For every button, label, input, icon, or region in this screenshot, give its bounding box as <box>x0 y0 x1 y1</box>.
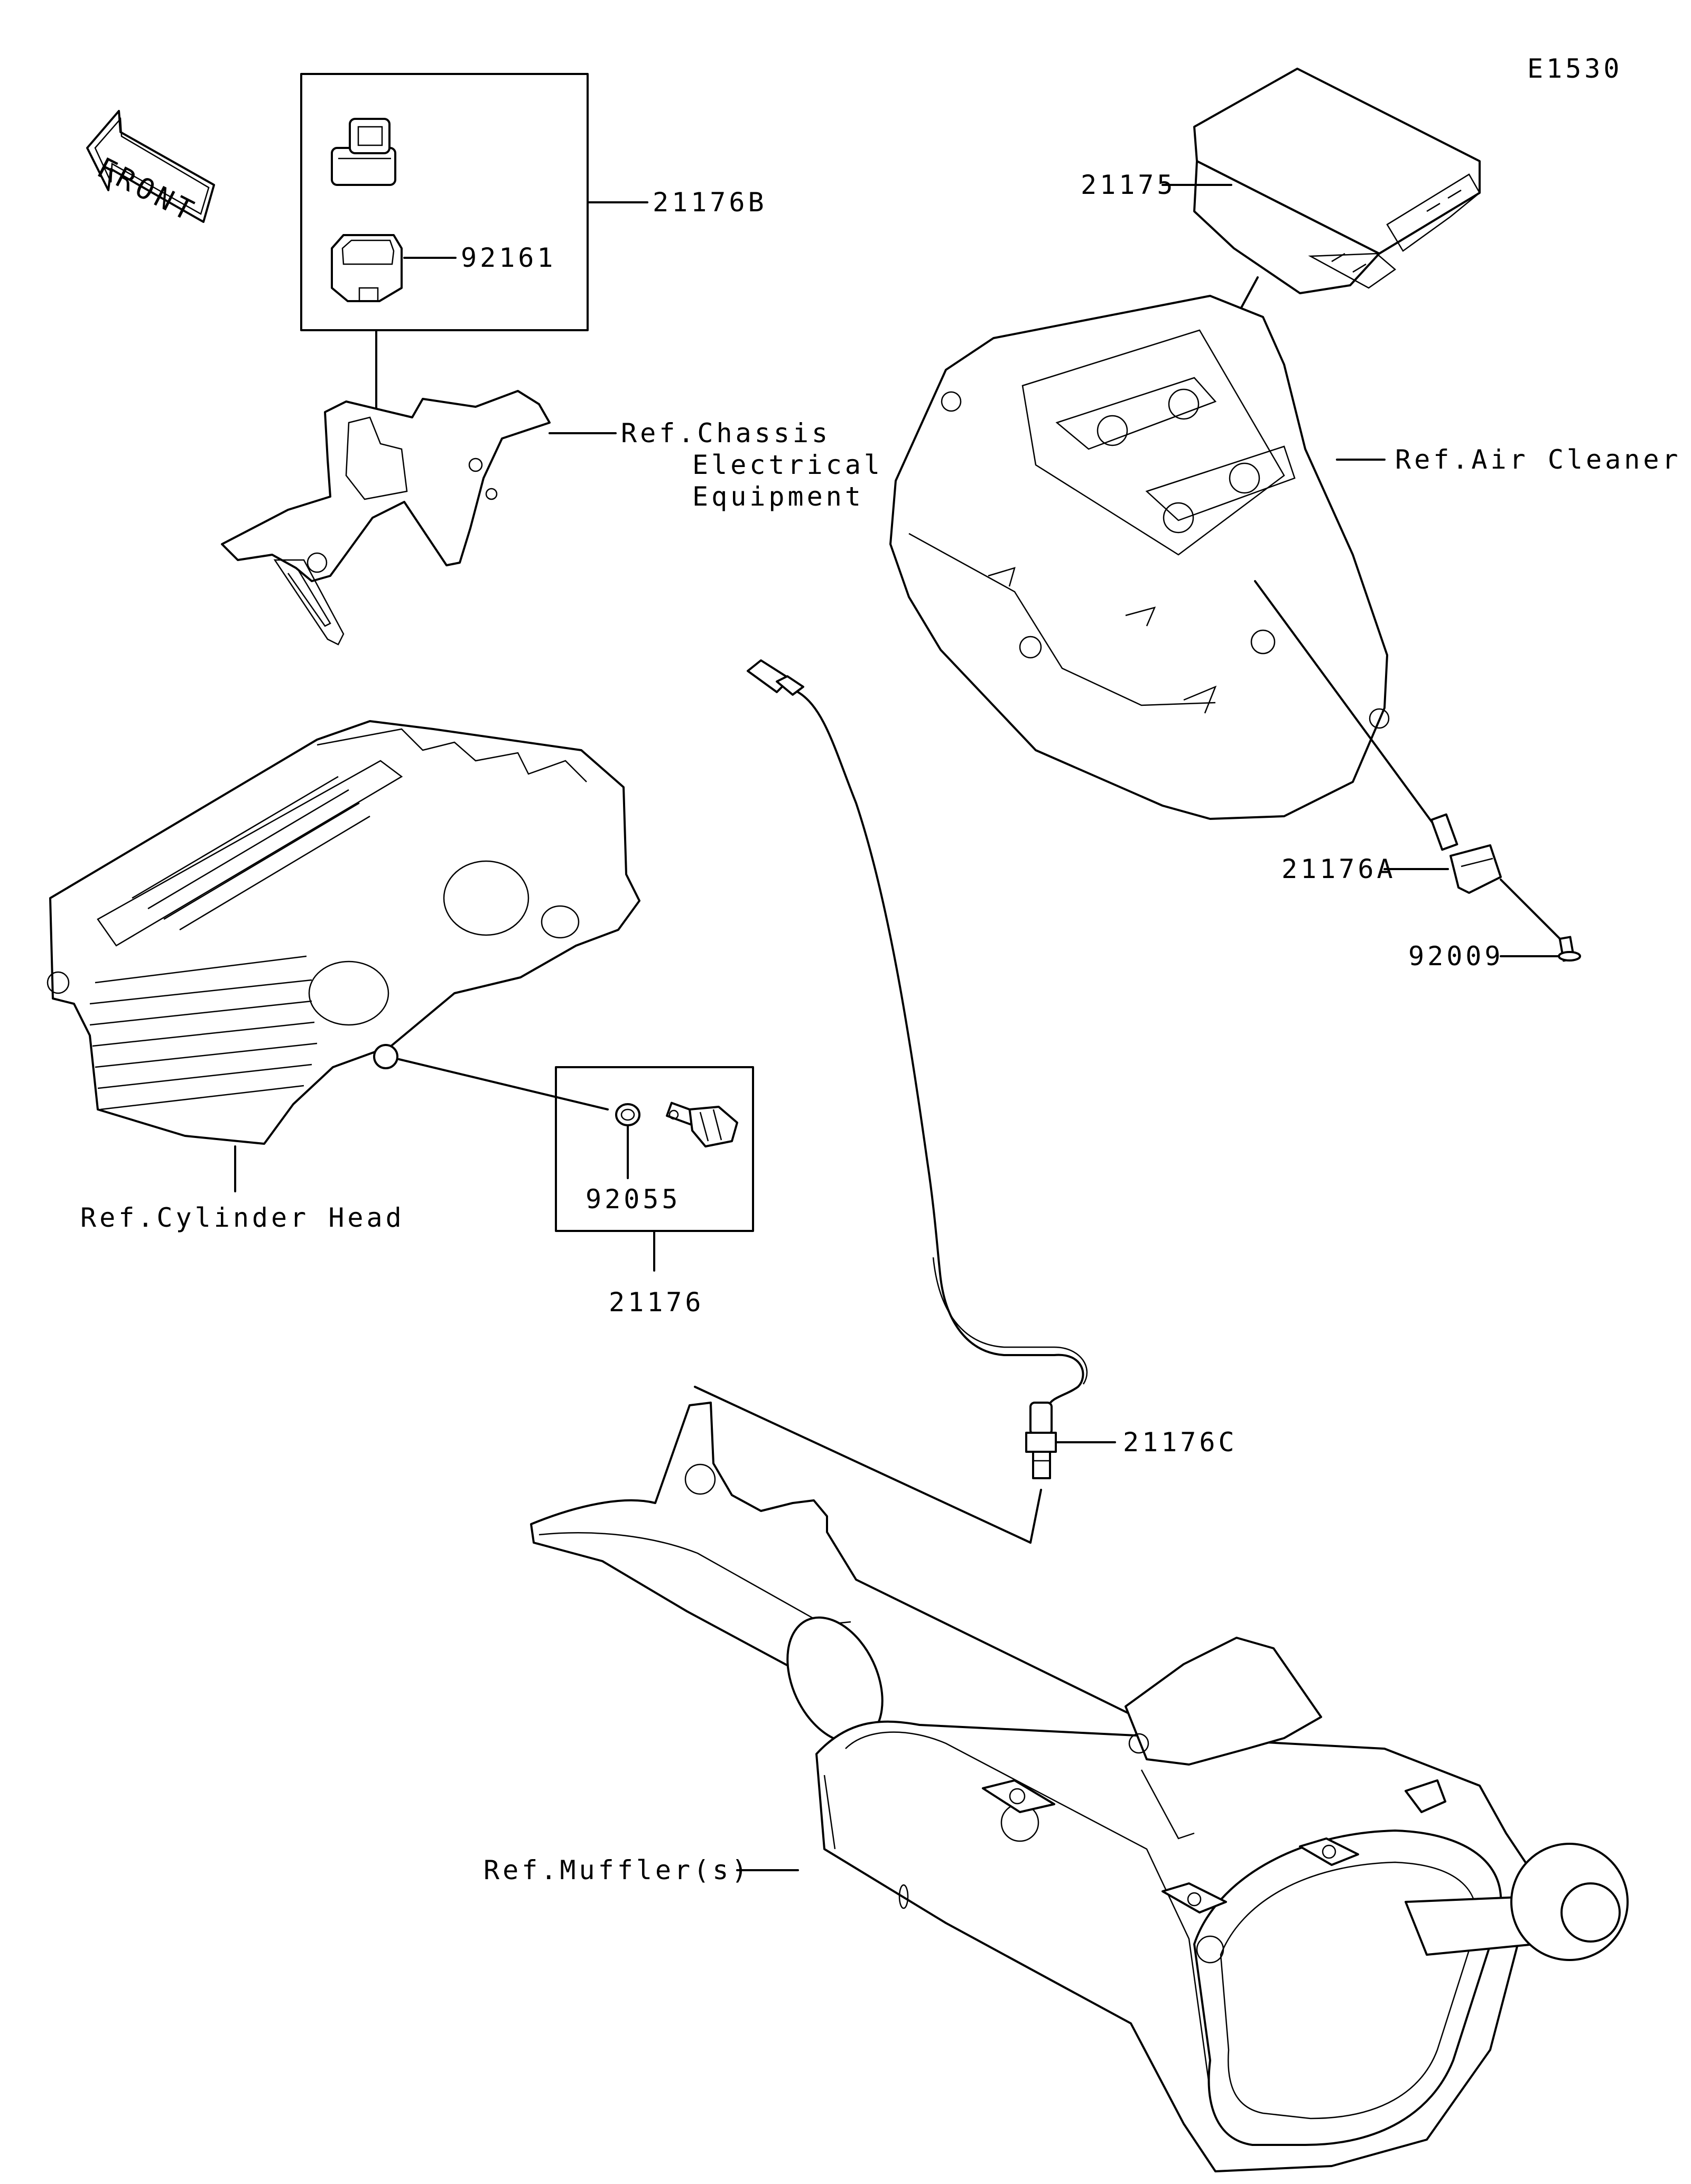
callout-21176: 21176 <box>609 1287 704 1318</box>
o-ring-icon <box>615 1103 640 1126</box>
ref-chassis-line1: Ref.Chassis <box>621 418 831 449</box>
intake-air-sensor-icon <box>1430 813 1502 894</box>
callout-21175: 21175 <box>1081 170 1176 200</box>
callout-92009: 92009 <box>1408 941 1504 972</box>
ref-cylinder-head: Ref.Cylinder Head <box>80 1202 405 1233</box>
diagram-code: E1530 <box>1527 53 1623 84</box>
connector-housing-icon <box>331 234 403 302</box>
oxygen-sensor-icon <box>1025 1402 1057 1479</box>
ref-muffler: Ref.Muffler(s) <box>484 1855 751 1886</box>
air-cleaner-housing-icon <box>889 295 1390 820</box>
callout-21176C: 21176C <box>1123 1427 1238 1458</box>
screw-icon <box>1558 936 1581 962</box>
connector-icon <box>331 118 396 186</box>
callout-21176B: 21176B <box>653 187 767 218</box>
ecu-icon <box>1193 68 1481 294</box>
callout-92161: 92161 <box>461 242 556 273</box>
muffler-icon <box>530 1402 1629 2172</box>
ref-chassis-line2: Electrical <box>692 450 884 480</box>
front-arrow-icon <box>86 110 215 223</box>
ref-chassis-line3: Equipment <box>692 481 864 512</box>
ref-air-cleaner: Ref.Air Cleaner <box>1395 444 1681 475</box>
bracket-icon <box>221 390 551 646</box>
cylinder-head-icon <box>47 720 640 1145</box>
callout-21176A: 21176A <box>1281 854 1396 884</box>
oxygen-sensor-wire-icon <box>747 659 1088 1406</box>
callout-92055: 92055 <box>586 1184 681 1215</box>
temperature-sensor-icon <box>666 1102 738 1147</box>
